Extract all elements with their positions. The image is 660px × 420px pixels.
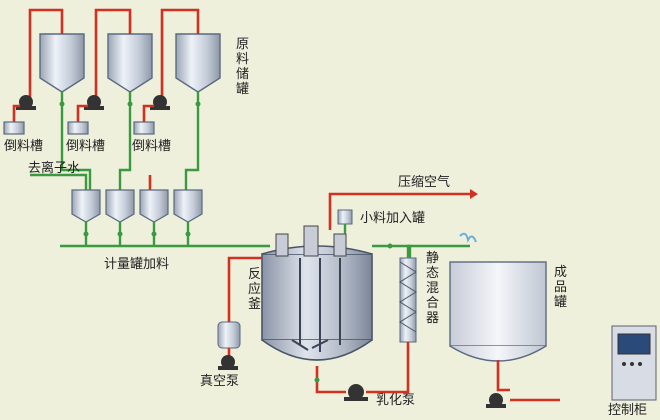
- label-feed-trough-2: 倒料槽: [66, 139, 105, 154]
- mixer-to-product-pipe: [406, 244, 470, 258]
- raw-storage-tank-1: [39, 33, 85, 93]
- label-product-tank: 成品罐: [554, 265, 567, 310]
- agitator-motor-3: [333, 233, 347, 257]
- transfer-pump-3: [150, 95, 170, 110]
- metering-tank-4: [173, 189, 203, 223]
- small-additive-tank: [337, 209, 353, 234]
- static-mixer: [399, 257, 417, 343]
- feed-trough-3: [133, 121, 155, 135]
- product-outlet: [486, 360, 560, 408]
- vacuum-buffer-tank: [217, 321, 241, 349]
- label-vacuum-pump: 真空泵: [200, 374, 239, 389]
- raw-storage-tank-2: [107, 33, 153, 93]
- label-emulsion-pump: 乳化泵: [376, 393, 415, 408]
- label-feed-trough-3: 倒料槽: [132, 139, 171, 154]
- label-static-mixer: 静态混合器: [426, 251, 439, 326]
- label-small-additive: 小料加入罐: [360, 211, 425, 226]
- control-cabinet: [611, 325, 657, 401]
- metering-header: [60, 222, 270, 248]
- label-metering-feed: 计量罐加料: [104, 257, 169, 272]
- transfer-pump-1: [16, 95, 36, 110]
- transfer-pumps: [16, 95, 170, 110]
- feed-trough-1: [3, 121, 25, 135]
- raw-storage-tank-3: [175, 33, 221, 93]
- agitator-motor-1: [275, 233, 289, 257]
- feed-troughs: [3, 104, 155, 135]
- deionized-water-pipe: [30, 173, 88, 190]
- label-compressed-air: 压缩空气: [398, 174, 450, 190]
- label-feed-trough-1: 倒料槽: [4, 139, 43, 154]
- raw-outlet-pipes: [59, 92, 201, 190]
- feed-trough-2: [67, 121, 89, 135]
- product-pump: [486, 393, 506, 408]
- label-raw-storage: 原料储罐: [236, 37, 249, 97]
- label-control-cabinet: 控制柜: [608, 403, 647, 418]
- raw-storage-tanks: [39, 33, 221, 93]
- metering-tank-3: [139, 189, 169, 223]
- reactor: [261, 225, 373, 361]
- compressed-air-pipe: [328, 192, 470, 230]
- label-reactor: 反应釜: [248, 267, 261, 312]
- agitator-motor-2: [303, 225, 319, 257]
- top-feed-pipes: [28, 8, 200, 100]
- transfer-pump-2: [84, 95, 104, 110]
- metering-tanks: [71, 189, 203, 223]
- emulsion-pump: [344, 384, 368, 401]
- emulsion-loop: [314, 342, 410, 401]
- product-tank: [449, 261, 547, 362]
- spray-mark: [459, 232, 477, 244]
- label-deionized-water: 去离子水: [28, 160, 80, 176]
- metering-tank-1: [71, 189, 101, 223]
- vacuum-system: [217, 256, 262, 370]
- compressed-air-arrow: [470, 189, 478, 199]
- metering-tank-2: [105, 189, 135, 223]
- vacuum-pump: [218, 355, 238, 370]
